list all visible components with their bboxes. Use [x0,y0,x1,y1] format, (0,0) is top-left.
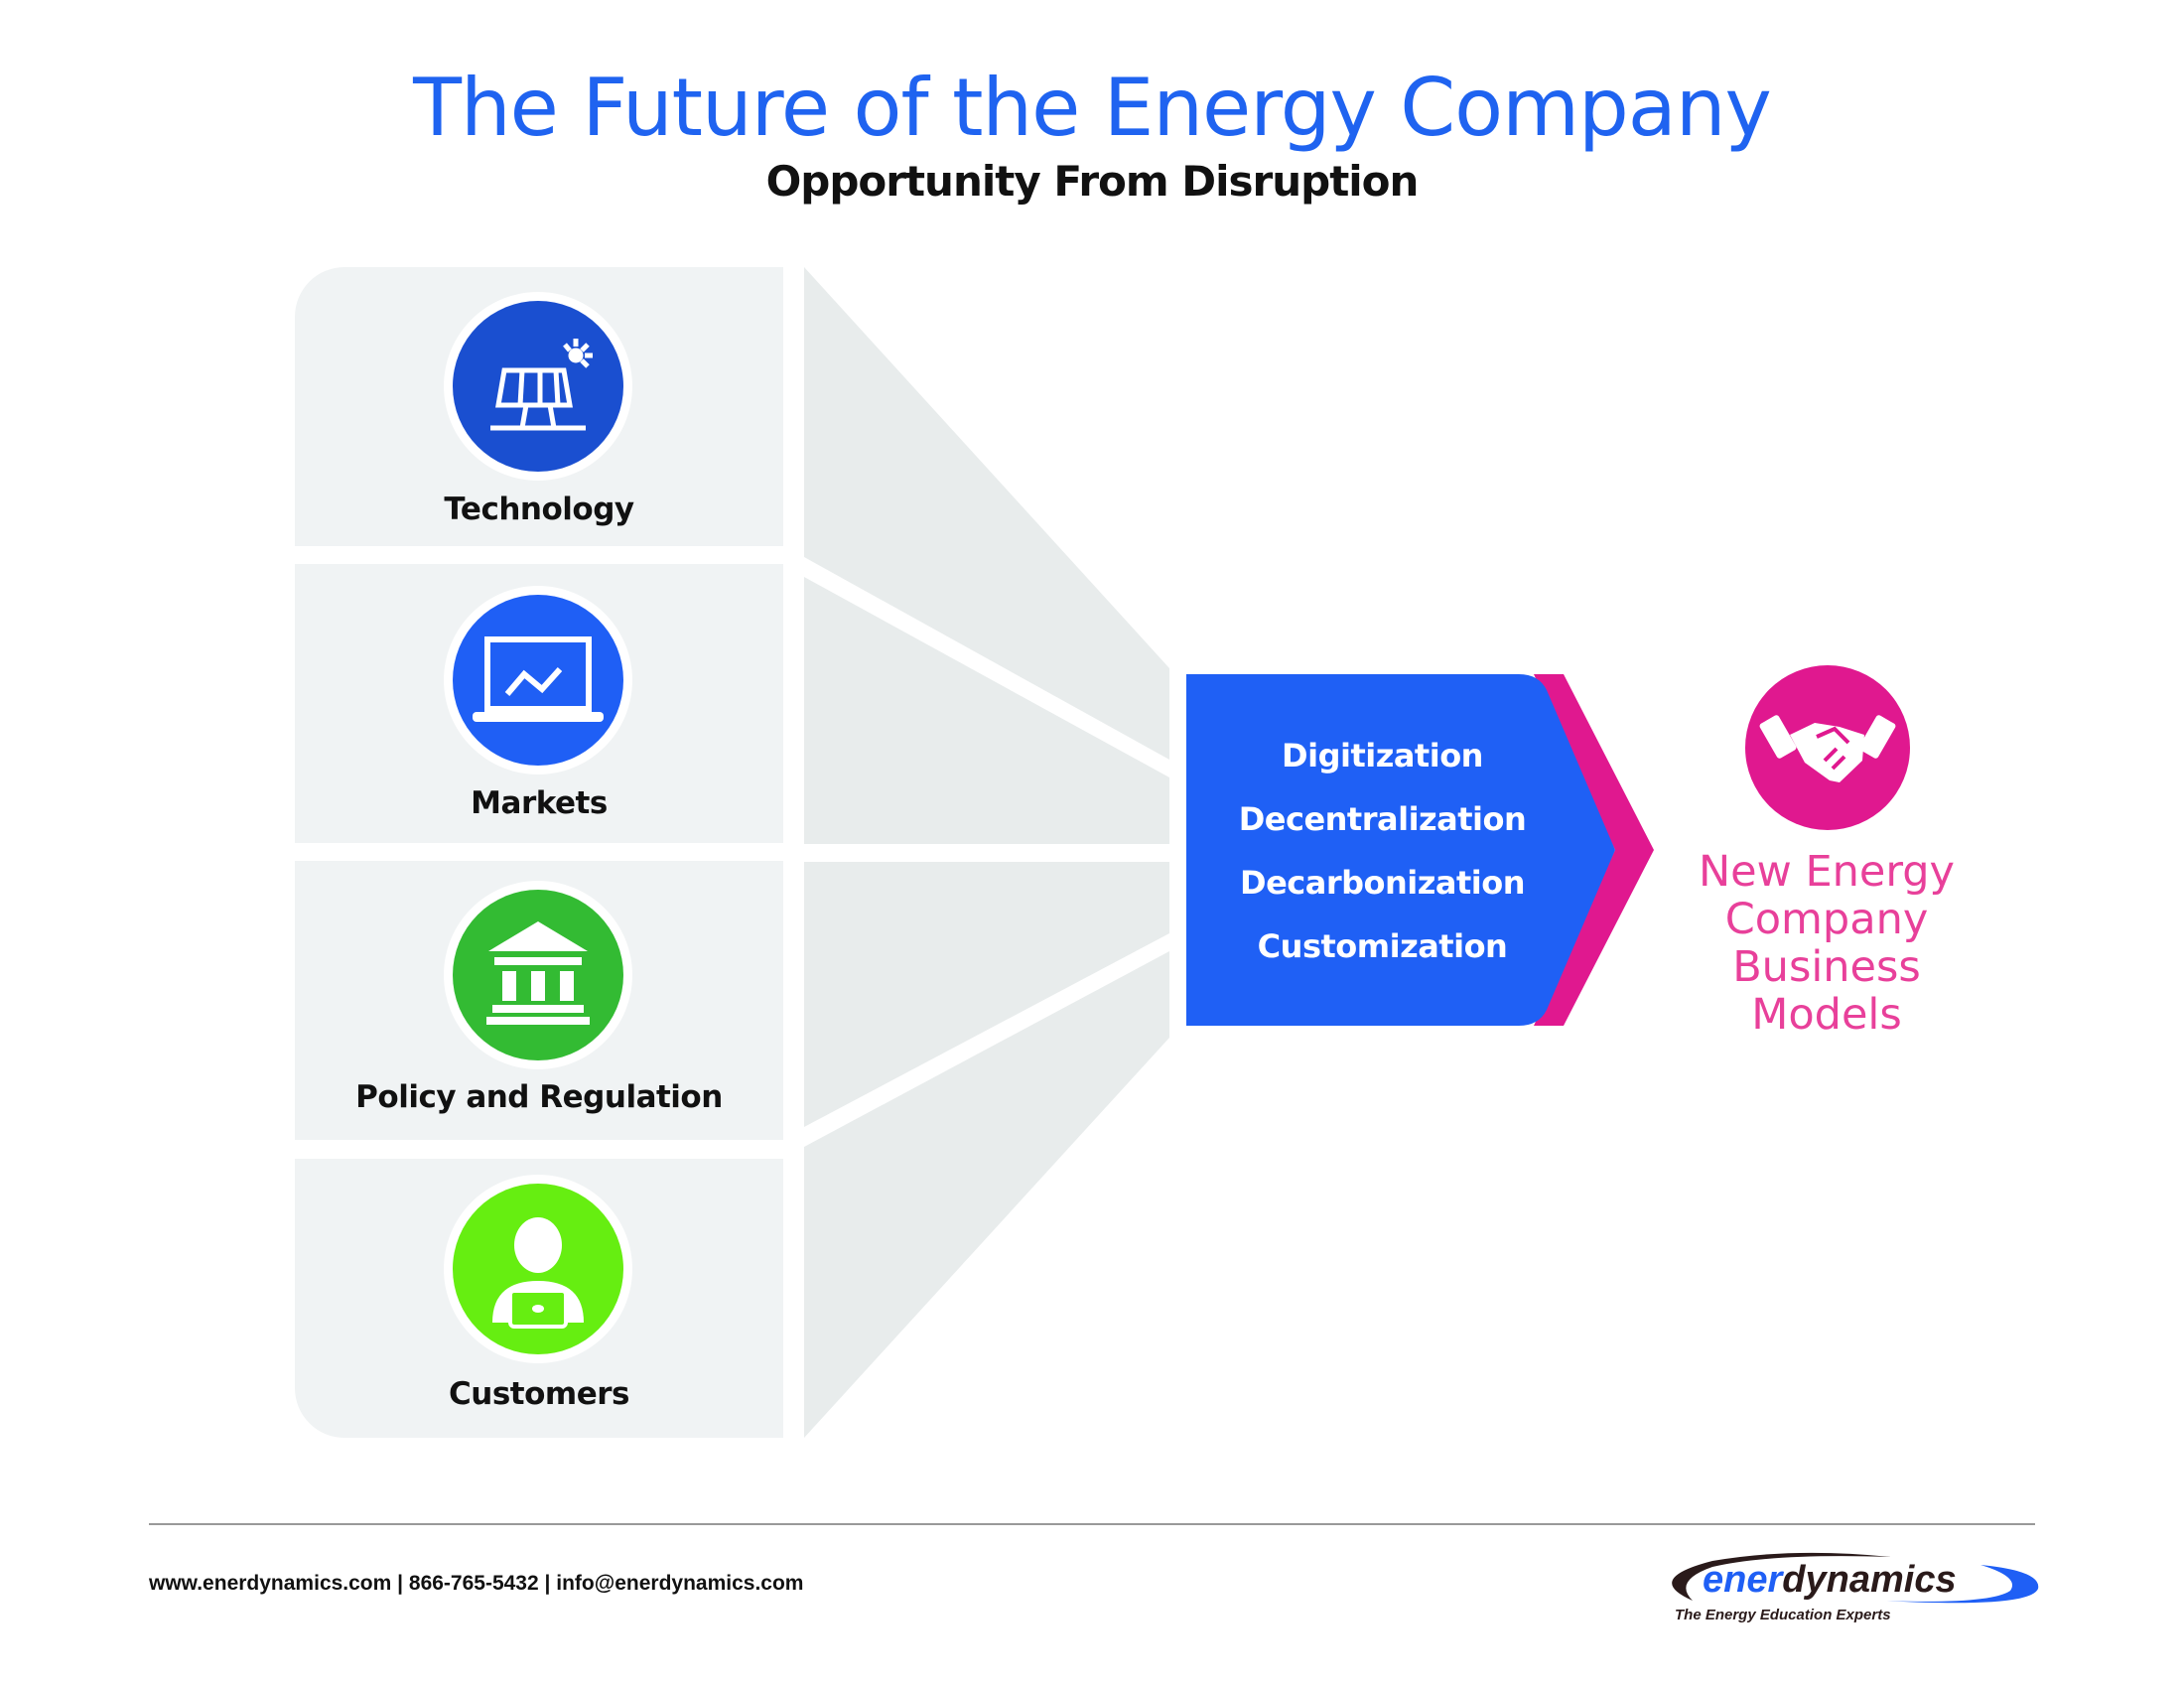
solar-panel-icon [453,301,623,472]
page-subtitle: Opportunity From Disruption [765,157,1420,206]
outcome-line: Models [1751,990,1902,1040]
force-icon-customers [444,1175,632,1363]
logo-tagline: The Energy Education Experts [1675,1607,1891,1623]
funnel-segment-2 [804,577,1169,844]
outcome-line: Business [1732,942,1921,992]
handshake-icon [1745,665,1910,830]
laptop-chart-icon [453,595,623,766]
logo-text-dynamics: dynamics [1782,1559,1957,1601]
driver-item: Decentralization [1238,800,1527,838]
email-link[interactable]: info@enerdynamics.com [556,1572,804,1595]
enerdynamics-logo: enerdynamics The Energy Education Expert… [1653,1549,2040,1628]
separator: | [397,1572,404,1595]
force-icon-technology [444,292,632,481]
outcome-line: Company [1724,895,1929,944]
chevron-accent [1534,674,1654,1026]
website-link[interactable]: www.enerdynamics.com [149,1572,392,1595]
outcome-line: New Energy [1699,847,1955,897]
logo-text-ener: ener [1703,1559,1783,1601]
force-label: Markets [471,785,608,821]
drivers-arrow [1186,674,1615,1026]
force-label: Policy and Regulation [355,1079,723,1115]
driver-item: Decarbonization [1240,864,1526,902]
force-label: Customers [449,1376,629,1412]
funnel-segment-3 [804,862,1169,1127]
separator: | [544,1572,551,1595]
page-title: The Future of the Energy Company [413,62,1772,154]
footer-divider [149,1523,2035,1525]
government-building-icon [453,890,623,1060]
phone-number[interactable]: 866-765-5432 [408,1572,539,1595]
funnel-segment-1 [804,267,1169,760]
funnel-segment-4 [804,951,1169,1438]
driver-item: Customization [1257,927,1508,965]
footer-contact: www.enerdynamics.com | 866-765-5432 | in… [149,1572,803,1596]
force-label: Technology [444,492,634,527]
driver-item: Digitization [1282,737,1483,774]
person-laptop-icon [453,1184,623,1354]
force-icon-markets [444,586,632,774]
force-icon-policy [444,881,632,1069]
